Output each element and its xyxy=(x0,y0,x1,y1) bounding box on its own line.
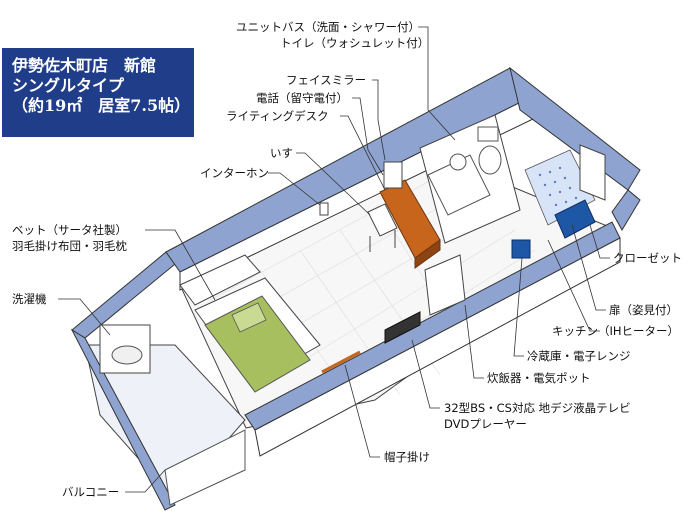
balcony-rail-top xyxy=(70,328,176,511)
balcony-rail-face xyxy=(164,429,246,506)
label-unit-bath-2: トイレ（ウォシュレット付） xyxy=(280,36,430,50)
title-box: 伊勢佐木町店 新館 シングルタイプ （約19㎡ 居室7.5帖） xyxy=(2,48,194,137)
hat-rack xyxy=(321,350,361,374)
label-hat-rack: 帽子掛け xyxy=(384,450,430,464)
kitchen-tile-dots xyxy=(538,166,578,207)
toilet xyxy=(478,145,502,175)
title-line-2: シングルタイプ xyxy=(12,76,125,95)
washer-drum xyxy=(111,345,143,365)
bed-pillow xyxy=(231,302,267,333)
bed-mattress xyxy=(204,295,311,393)
label-rice-cooker: 炊飯器・電気ポット xyxy=(487,371,591,385)
leader-lines xyxy=(58,26,610,493)
wardrobe xyxy=(424,254,466,316)
desk-side xyxy=(414,239,441,269)
label-unit-bath-1: ユニットバス（洗面・シャワー付） xyxy=(236,20,420,34)
toilet-tank xyxy=(477,126,499,142)
label-face-mirror: フェイスミラー xyxy=(286,73,367,87)
label-tv-1: 32型BS・CS対応 地デジ液晶テレビ xyxy=(444,401,631,415)
label-closet: クローゼット xyxy=(613,251,682,265)
washbasin xyxy=(449,153,467,171)
chair xyxy=(367,203,398,237)
label-bed-1: ベット（サータ社製） xyxy=(12,223,127,237)
title-line-3: （約19㎡ 居室7.5帖） xyxy=(12,96,191,115)
label-washer: 洗濯機 xyxy=(12,292,47,306)
closet-door xyxy=(579,144,606,201)
label-kitchen: キッチン（IHヒーター） xyxy=(552,324,680,338)
label-tv-2: DVDプレーヤー xyxy=(444,417,527,431)
label-balcony: バルコニー xyxy=(62,485,120,499)
kitchen-counter xyxy=(554,199,596,239)
label-fridge: 冷蔵庫・電子レンジ xyxy=(527,349,631,363)
wall-front-top xyxy=(611,189,641,231)
label-intercom: インターホン xyxy=(200,166,269,180)
label-chair: いす xyxy=(270,146,293,160)
face-mirror xyxy=(383,161,403,189)
label-phone: 電話（留守電付） xyxy=(256,91,348,105)
label-door: 扉（姿見付） xyxy=(609,303,678,317)
label-writing-desk: ライティングデスク xyxy=(226,109,329,123)
label-bed-2: 羽毛掛け布団・羽毛枕 xyxy=(12,239,127,253)
bed-headboard xyxy=(179,254,261,306)
title-line-1: 伊勢佐木町店 新館 xyxy=(12,56,157,75)
lcd-tv xyxy=(384,311,421,344)
wall-front-long-face xyxy=(254,237,621,457)
intercom xyxy=(319,202,329,216)
fridge xyxy=(511,239,531,259)
